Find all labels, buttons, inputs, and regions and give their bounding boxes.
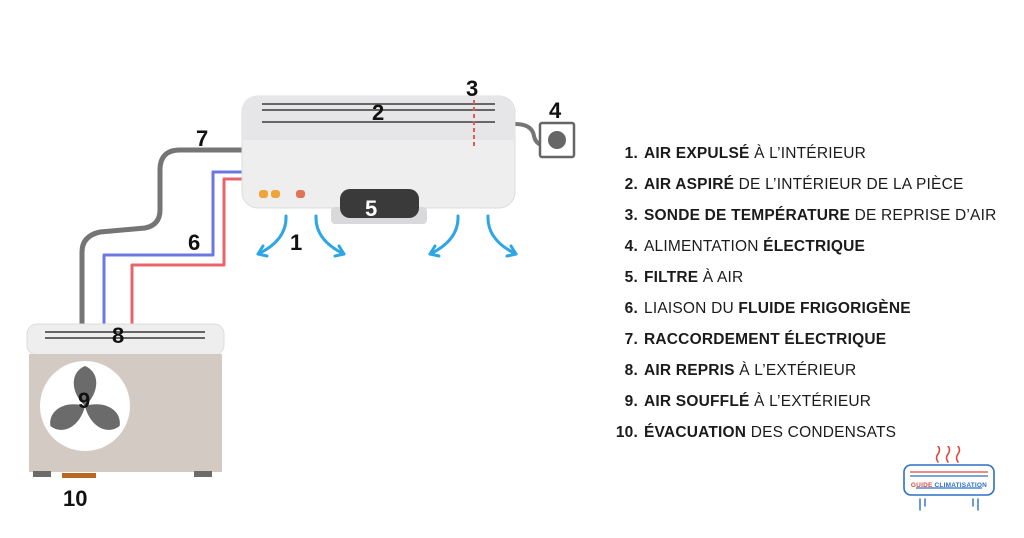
callout-5: 5 (365, 196, 377, 221)
logo-text: GUIDE CLIMATISATION (910, 482, 988, 489)
indoor-unit (241, 95, 516, 209)
legend-item-8: 8.AIR REPRIS À L’EXTÉRIEUR (624, 362, 857, 379)
legend-list: 1.AIR EXPULSÉ À L’INTÉRIEUR 2.AIR ASPIRÉ… (602, 141, 996, 451)
legend-item-1: 1.AIR EXPULSÉ À L’INTÉRIEUR (624, 145, 867, 162)
indicator-light-3 (296, 190, 305, 198)
legend-item-2: 2.AIR ASPIRÉ DE L’INTÉRIEUR DE LA PIÈCE (624, 176, 964, 193)
electric-cable-grey (79, 147, 245, 328)
air-filter (331, 189, 427, 224)
indicator-light-1 (259, 190, 268, 198)
airflow-arrow (314, 214, 346, 258)
legend-item-4: 4.ALIMENTATION ÉLECTRIQUE (624, 238, 866, 255)
legend-item-10: 10.ÉVACUATION DES CONDENSATS (615, 424, 897, 441)
airflow-arrow (428, 214, 460, 258)
legend-item-7: 7.RACCORDEMENT ÉLECTRIQUE (624, 331, 887, 348)
legend-item-9: 9.AIR SOUFFLÉ À L’EXTÉRIEUR (624, 393, 872, 410)
guide-climatisation-logo: GUIDE CLIMATISATION (898, 445, 1000, 518)
legend-item-5: 5.FILTRE À AIR (624, 269, 744, 286)
callout-1: 1 (290, 230, 302, 255)
airflow-arrow (256, 214, 288, 258)
condensate-drain (62, 473, 96, 478)
airflow-arrow (486, 214, 518, 258)
callout-10: 10 (63, 486, 87, 511)
power-socket-icon (538, 121, 576, 159)
outdoor-unit (26, 323, 225, 478)
legend-item-3: 3.SONDE DE TEMPÉRATURE DE REPRISE D’AIR (624, 207, 997, 224)
callout-7: 7 (196, 126, 208, 151)
callout-2: 2 (372, 100, 384, 125)
callout-3: 3 (466, 76, 478, 101)
callout-4: 4 (549, 98, 562, 123)
legend-item-6: 6.LIAISON DU FLUIDE FRIGORIGÈNE (624, 300, 911, 317)
logo-ac-icon (903, 445, 995, 511)
refrigerant-pipe-blue (102, 170, 242, 325)
callout-9: 9 (78, 388, 90, 413)
callout-8: 8 (112, 323, 124, 348)
airflow-arrows (256, 214, 518, 258)
indicator-light-2 (271, 190, 280, 198)
refrigerant-pipe-red (130, 177, 242, 325)
callout-6: 6 (188, 230, 200, 255)
fan-icon (50, 366, 120, 430)
